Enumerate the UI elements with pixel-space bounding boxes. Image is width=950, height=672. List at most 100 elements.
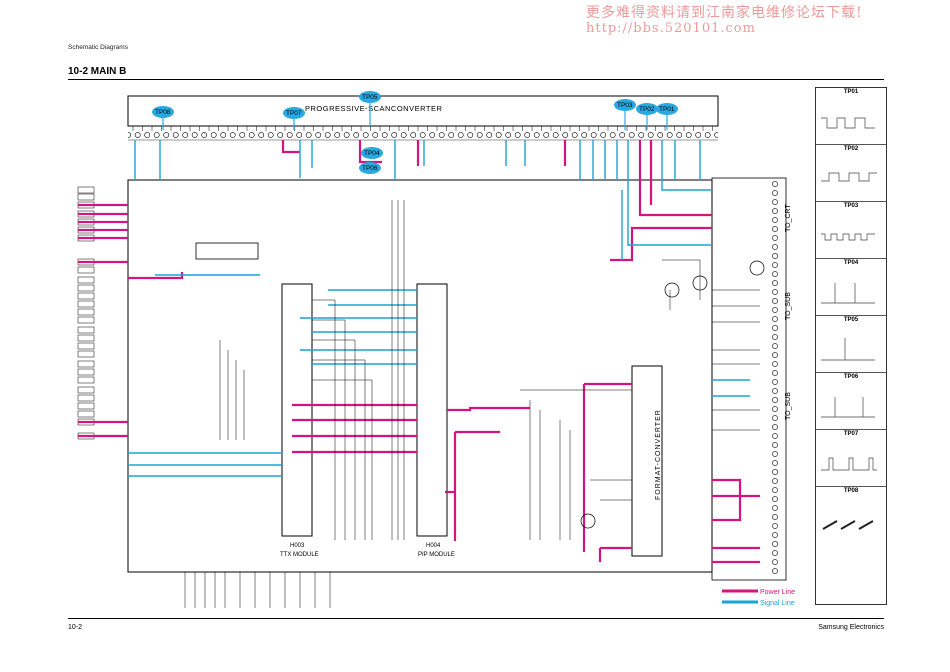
tp08-waveform (822, 520, 874, 530)
to-crt-label: TO_CRT (785, 204, 792, 232)
right-connector-pins (772, 181, 778, 574)
tp03-badge (614, 99, 636, 111)
tp05-waveform (821, 338, 875, 361)
tp01-waveform (821, 117, 875, 129)
connector-pin (772, 532, 778, 538)
footer-page-number: 10-2 (68, 624, 83, 631)
input-label-box (77, 316, 95, 324)
ttx-ref: H003 (290, 543, 305, 549)
connector-pin (772, 559, 778, 565)
legend-power-label: Power Line (760, 589, 795, 596)
progressive-pins (128, 130, 718, 140)
footer-rule (68, 618, 884, 619)
connector-pin (772, 523, 778, 529)
tp04-cell: TP04 (816, 259, 886, 316)
footer-company: Samsung Electronics (818, 624, 884, 631)
input-label-box (77, 360, 95, 368)
ttx-module (281, 283, 313, 537)
connector-pin (772, 424, 778, 430)
connector-pin (772, 181, 778, 187)
connector-pin (772, 298, 778, 304)
connector-pin (772, 289, 778, 295)
pip-module (416, 283, 448, 537)
tp03-waveform (821, 233, 875, 241)
svg-text:TP01: TP01 (659, 106, 675, 113)
progressive-label: PROGRESSIVE-SCANCONVERTER (305, 104, 442, 113)
connector-pin (772, 271, 778, 277)
input-label-box (77, 394, 95, 402)
tp07-waveform (821, 457, 877, 471)
svg-text:TP06: TP06 (362, 165, 378, 172)
connector-pin (772, 343, 778, 349)
connector-pin (772, 460, 778, 466)
connector-pin (772, 190, 778, 196)
connector-pin (772, 433, 778, 439)
connector-pin (772, 550, 778, 556)
input-label-box (77, 342, 95, 350)
connector-pin (772, 406, 778, 412)
connector-pin (772, 451, 778, 457)
connector-pin (772, 478, 778, 484)
input-label-box (77, 186, 95, 194)
connector-pin (772, 199, 778, 205)
tp08-cell: TP08 (816, 487, 886, 544)
svg-text:TP08: TP08 (155, 109, 171, 116)
input-label-box (77, 334, 95, 342)
ic-ic504 (195, 242, 259, 260)
tp06-waveform (821, 397, 875, 418)
input-label-box (77, 350, 95, 358)
input-label-box (77, 193, 95, 201)
format-converter-label: FORMAT-CONVERTER (655, 409, 662, 500)
svg-text:TP04: TP04 (364, 150, 380, 157)
connector-pin (772, 280, 778, 286)
power-lines (78, 140, 760, 564)
tp07-badge (283, 107, 305, 119)
connector-pin (772, 388, 778, 394)
tp07-cell: TP07 (816, 430, 886, 487)
connector-pin (772, 379, 778, 385)
svg-text:TP07: TP07 (286, 110, 302, 117)
input-label-box (77, 386, 95, 394)
connector-pin (772, 262, 778, 268)
connector-pin (772, 487, 778, 493)
black-traces (184, 200, 760, 608)
tp01-cell: TP01 (816, 88, 886, 145)
input-label-box (77, 308, 95, 316)
connector-pin (772, 226, 778, 232)
pip-ref: H004 (426, 543, 441, 549)
signal-lines (128, 140, 750, 477)
tp02-waveform (821, 172, 877, 182)
connector-pin (772, 361, 778, 367)
watermark-url: http://bbs.520101.com (586, 21, 756, 36)
input-label-box (77, 266, 95, 274)
test-point-panel: TP01 TP02 TP03 TP04 TP05 TP06 TP07 TP08 (815, 87, 887, 605)
connector-pin (772, 334, 778, 340)
tp05-badge (359, 91, 381, 103)
connector-pin (772, 514, 778, 520)
svg-text:TP02: TP02 (639, 106, 655, 113)
input-label-box (77, 376, 95, 384)
tp06-cell: TP06 (816, 373, 886, 430)
connector-pin (772, 235, 778, 241)
legend-signal-label: Signal Line (760, 600, 795, 607)
section-header: Schematic Diagrams (68, 44, 128, 51)
input-label-box (77, 368, 95, 376)
tp03-cell: TP03 (816, 202, 886, 259)
title-rule (68, 79, 884, 80)
connector-pin (772, 370, 778, 376)
format-converter-module (631, 365, 663, 557)
pip-label: PIP MODULE (418, 552, 455, 558)
input-label-box (77, 276, 95, 284)
tp05-cell: TP05 (816, 316, 886, 373)
tp02-badge (636, 103, 658, 115)
connector-pin (772, 568, 778, 574)
connector-pin (772, 325, 778, 331)
input-label-box (77, 402, 95, 410)
tp04-badge (361, 147, 383, 159)
to-sub-label-1: TO_SUB (785, 292, 792, 320)
tp-badges (152, 91, 678, 174)
connector-pin (772, 397, 778, 403)
input-label-box (77, 410, 95, 418)
connector-pin (772, 307, 778, 313)
